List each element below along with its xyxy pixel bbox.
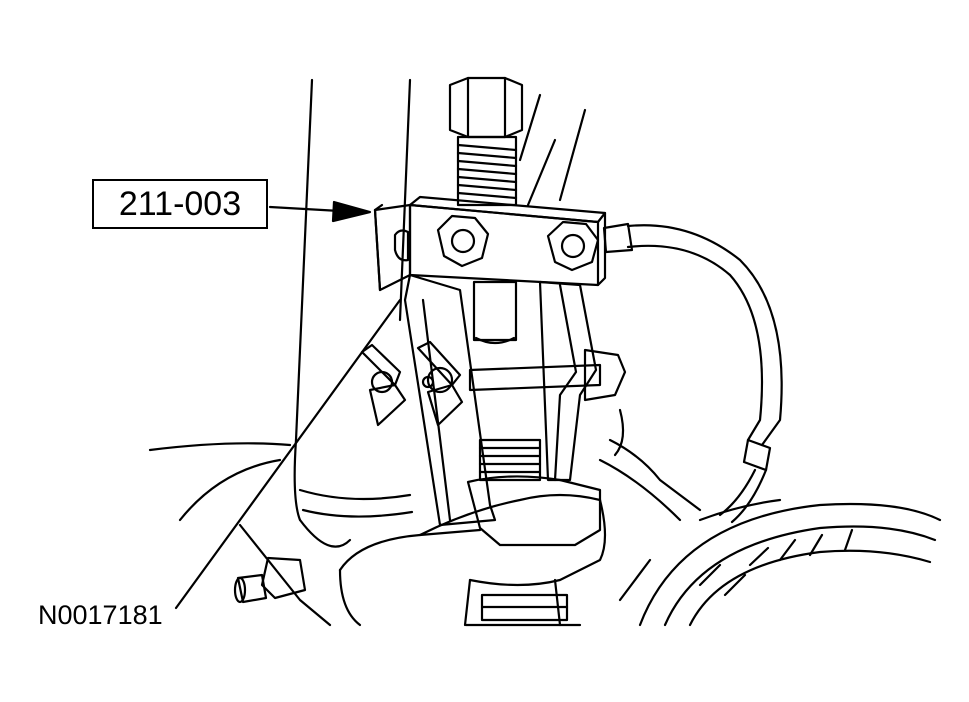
right-puller-arm: [538, 280, 598, 482]
strut-body: [293, 78, 414, 548]
figure-id: N0017181: [38, 600, 163, 630]
spring-lines: [518, 93, 587, 207]
leader-line-figure: [174, 298, 402, 610]
tool-number-callout: 211-003: [92, 179, 268, 229]
push-rod: [466, 280, 602, 547]
brake-rotor: [618, 498, 942, 627]
ball-joint-stud: [464, 593, 582, 627]
crossbar: [408, 195, 607, 287]
steering-knuckle: [148, 408, 702, 627]
callout-arrow: [268, 200, 372, 223]
hex-bolt-icon: [436, 214, 490, 268]
left-puller-arm: [373, 203, 497, 527]
wing-nut-icon: [360, 343, 407, 427]
tool-number-label: 211-003: [118, 184, 242, 223]
forcing-screw: [448, 76, 524, 207]
clamp-screw: [468, 348, 627, 402]
puller-tool-211-003: [360, 76, 627, 547]
arrow-icon: [331, 200, 372, 223]
knuckle-bolt: [233, 556, 307, 604]
wing-nut-icon: [416, 340, 464, 427]
hex-bolt-icon: [546, 220, 600, 272]
